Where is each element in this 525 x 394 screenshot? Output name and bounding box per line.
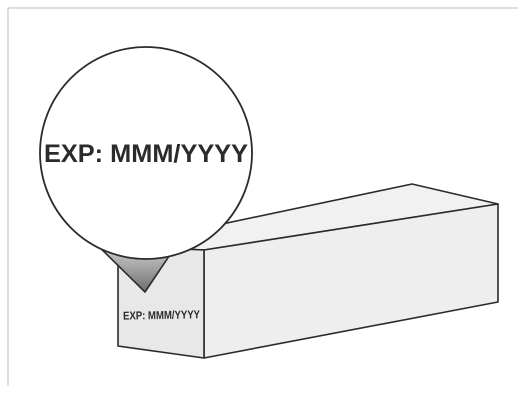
magnifier-lens: [39, 46, 253, 260]
magnified-expiry-label: EXP: MMM/YYYY: [44, 140, 248, 168]
frame-line: [7, 7, 518, 386]
box-expiry-label: EXP: MMM/YYYY: [123, 309, 200, 322]
